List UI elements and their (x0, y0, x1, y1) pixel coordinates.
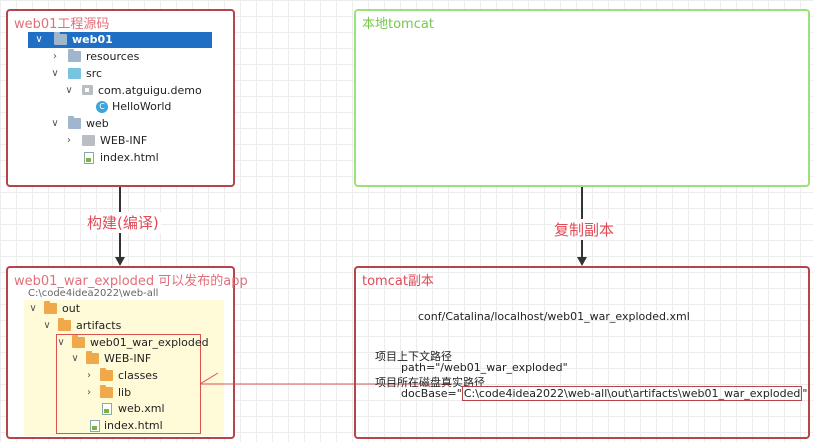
tomcat-copy-title: tomcat副本 (362, 274, 434, 289)
exploded-app-box: web01_war_exploded 可以发布的app C:\code4idea… (6, 266, 248, 439)
docbase-prefix: docBase=" (401, 387, 462, 400)
tree-item-index-out[interactable]: index.html (28, 418, 218, 434)
docbase-value: C:\code4idea2022\web-all\out\artifacts\w… (461, 386, 803, 401)
tree-item-classes[interactable]: › classes (28, 368, 218, 384)
project-path: C:\code4idea2022\web-all (28, 288, 159, 299)
tree-item-webinf-out[interactable]: ∨ WEB-INF (28, 351, 218, 367)
docbase-suffix: " (802, 387, 808, 400)
tree-label-webxml: web.xml (118, 402, 165, 415)
module-folder-icon (54, 32, 67, 45)
tree-label-package: com.atguigu.demo (98, 84, 202, 97)
tree-item-lib[interactable]: › lib (28, 385, 218, 401)
tree-item-webinf[interactable]: › WEB-INF (28, 133, 212, 149)
tree-item-helloworld[interactable]: C HelloWorld (28, 99, 212, 115)
folder-icon (82, 135, 95, 146)
tree-item-out[interactable]: ∨ out (28, 301, 218, 317)
source-project-title: web01工程源码 (14, 17, 110, 32)
local-tomcat-title: 本地tomcat (362, 17, 434, 32)
chevron-right-icon[interactable]: › (87, 387, 91, 398)
copy-label: 复制副本 (552, 219, 617, 240)
html-file-icon (90, 420, 100, 432)
chevron-right-icon[interactable]: › (87, 370, 91, 381)
tree-item-webxml[interactable]: web.xml (28, 401, 218, 417)
chevron-down-icon[interactable]: ∨ (35, 34, 43, 45)
folder-icon (68, 49, 81, 62)
chevron-down-icon[interactable]: ∨ (43, 320, 51, 331)
build-arrow-head (115, 257, 125, 266)
java-class-icon: C (96, 101, 108, 113)
folder-icon (44, 301, 57, 314)
tree-item-package[interactable]: ∨ com.atguigu.demo (28, 83, 212, 99)
chevron-right-icon[interactable]: › (53, 51, 57, 62)
tree-label-classes: classes (118, 369, 158, 382)
conf-path: conf/Catalina/localhost/web01_war_explod… (418, 310, 690, 323)
tree-label-webinf-out: WEB-INF (104, 352, 152, 365)
exploded-app-title: web01_war_exploded 可以发布的app (14, 274, 248, 289)
folder-icon (58, 318, 71, 331)
tree-item-exploded[interactable]: ∨ web01_war_exploded (28, 335, 218, 351)
chevron-down-icon[interactable]: ∨ (51, 118, 59, 129)
tree-item-index[interactable]: index.html (28, 150, 212, 166)
tree-label-webinf: WEB-INF (100, 134, 148, 147)
path-line: path="/web01_war_exploded" (401, 361, 568, 374)
folder-icon (100, 368, 113, 381)
tree-item-resources[interactable]: › resources (28, 49, 212, 65)
tree-label-out: out (62, 302, 81, 315)
copy-arrow-head (577, 257, 587, 266)
tree-item-artifacts[interactable]: ∨ artifacts (28, 318, 218, 334)
tree-label-artifacts: artifacts (76, 319, 122, 332)
chevron-down-icon[interactable]: ∨ (57, 337, 65, 348)
tree-label-src: src (86, 67, 103, 80)
build-label: 构建(编译) (85, 212, 161, 233)
tree-label-web: web (86, 117, 109, 130)
source-project-box: web01工程源码 ∨ web01 › resources ∨ src ∨ co… (6, 9, 235, 187)
chevron-down-icon[interactable]: ∨ (51, 68, 59, 79)
tree-label-lib: lib (118, 386, 132, 399)
tree-label-helloworld: HelloWorld (112, 100, 172, 113)
chevron-down-icon[interactable]: ∨ (29, 303, 37, 314)
tree-item-web[interactable]: ∨ web (28, 116, 212, 132)
package-icon (82, 85, 93, 95)
xml-file-icon (102, 403, 112, 415)
docbase-line: docBase="C:\code4idea2022\web-all\out\ar… (401, 386, 808, 401)
folder-icon (72, 335, 85, 348)
local-tomcat-box: 本地tomcat (354, 9, 810, 187)
source-folder-icon (68, 68, 81, 79)
tree-item-web01[interactable]: ∨ web01 (28, 32, 212, 48)
tree-label-resources: resources (86, 50, 140, 63)
chevron-down-icon[interactable]: ∨ (65, 85, 73, 96)
tree-label-web01: web01 (72, 33, 113, 46)
tree-label-index: index.html (100, 151, 159, 164)
folder-icon (86, 351, 99, 364)
folder-icon (100, 385, 113, 398)
context-path-label: 项目上下文路径 (375, 350, 452, 363)
chevron-right-icon[interactable]: › (67, 135, 71, 146)
tree-label-index-out: index.html (104, 419, 163, 432)
html-file-icon (84, 152, 94, 164)
tree-label-exploded: web01_war_exploded (90, 336, 209, 349)
disk-path-label: 项目所在磁盘真实路径 (375, 376, 485, 389)
out-folder-panel (24, 300, 224, 436)
tomcat-copy-box: tomcat副本 conf/Catalina/localhost/web01_w… (354, 266, 810, 439)
tree-item-src[interactable]: ∨ src (28, 66, 212, 82)
web-folder-icon (68, 116, 81, 129)
chevron-down-icon[interactable]: ∨ (71, 353, 79, 364)
